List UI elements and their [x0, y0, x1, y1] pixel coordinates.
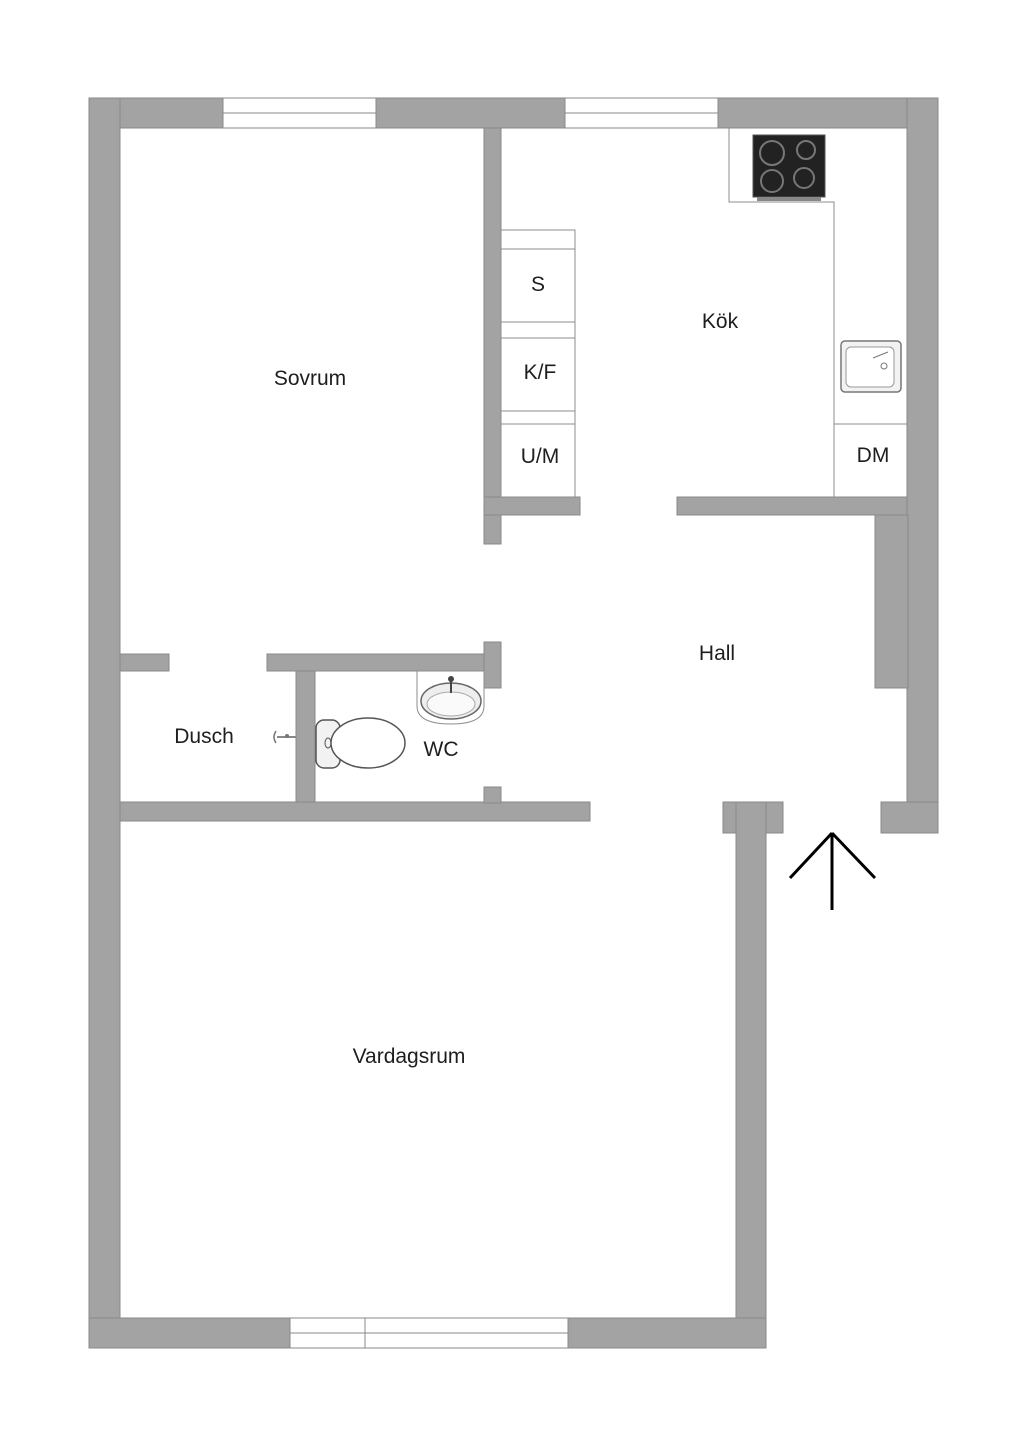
wall-top-right — [717, 97, 939, 129]
wall-wc-bottom-stub — [483, 786, 502, 804]
room-label-vardagsrum: Vardagsrum — [353, 1045, 466, 1068]
appliance-cabinets — [500, 229, 576, 498]
wall-right-upper — [906, 97, 939, 834]
kitchen-fixtures — [500, 128, 907, 498]
wall-kok-hall-right — [676, 496, 908, 516]
wall-dusch-top — [119, 653, 170, 672]
wall-entrance-right — [880, 801, 939, 834]
room-label-sovrum: Sovrum — [274, 367, 346, 390]
appliance-label-s: S — [531, 273, 545, 296]
wall-sovrum-kok — [483, 127, 502, 545]
wall-dusch-wc — [295, 670, 316, 804]
kitchen-counter — [728, 128, 835, 497]
appliance-label-kf: K/F — [524, 361, 557, 384]
shower-head-icon — [273, 730, 296, 744]
wall-left — [88, 97, 121, 1349]
wall-wc-top — [266, 653, 502, 672]
wall-kok-hall-left — [483, 496, 581, 516]
appliance-label-dm: DM — [857, 444, 890, 467]
wall-right-niche — [874, 514, 909, 689]
walls — [88, 97, 939, 1349]
cabinet-um — [500, 410, 576, 498]
entrance-arrow-icon — [788, 831, 877, 910]
wall-top-middle — [375, 97, 566, 129]
wall-bottom-right — [567, 1317, 767, 1349]
cabinet-s — [500, 229, 576, 323]
window-kok — [564, 97, 719, 129]
cabinet-kf — [500, 321, 576, 412]
windows — [222, 97, 719, 1349]
window-sovrum — [222, 97, 377, 129]
window-vardagsrum — [289, 1317, 569, 1349]
toilet-icon — [315, 717, 406, 769]
room-labels: Sovrum Kök Hall Dusch WC Vardagsrum — [174, 310, 738, 1068]
room-label-wc: WC — [424, 738, 459, 761]
kitchen-sink-icon — [840, 340, 902, 393]
bathroom-fixtures — [273, 670, 485, 769]
washbasin-icon — [416, 670, 485, 725]
room-label-kok: Kök — [702, 310, 739, 333]
room-label-hall: Hall — [699, 642, 735, 665]
appliance-label-um: U/M — [521, 445, 560, 468]
room-label-dusch: Dusch — [174, 725, 234, 748]
wall-bottom-left — [88, 1317, 291, 1349]
appliance-labels: S K/F U/M DM — [521, 273, 890, 468]
wall-wc-top-stub — [483, 641, 502, 689]
wall-right-lower — [735, 801, 767, 1349]
wall-bath-bottom — [119, 801, 591, 822]
stove-icon — [752, 134, 826, 201]
